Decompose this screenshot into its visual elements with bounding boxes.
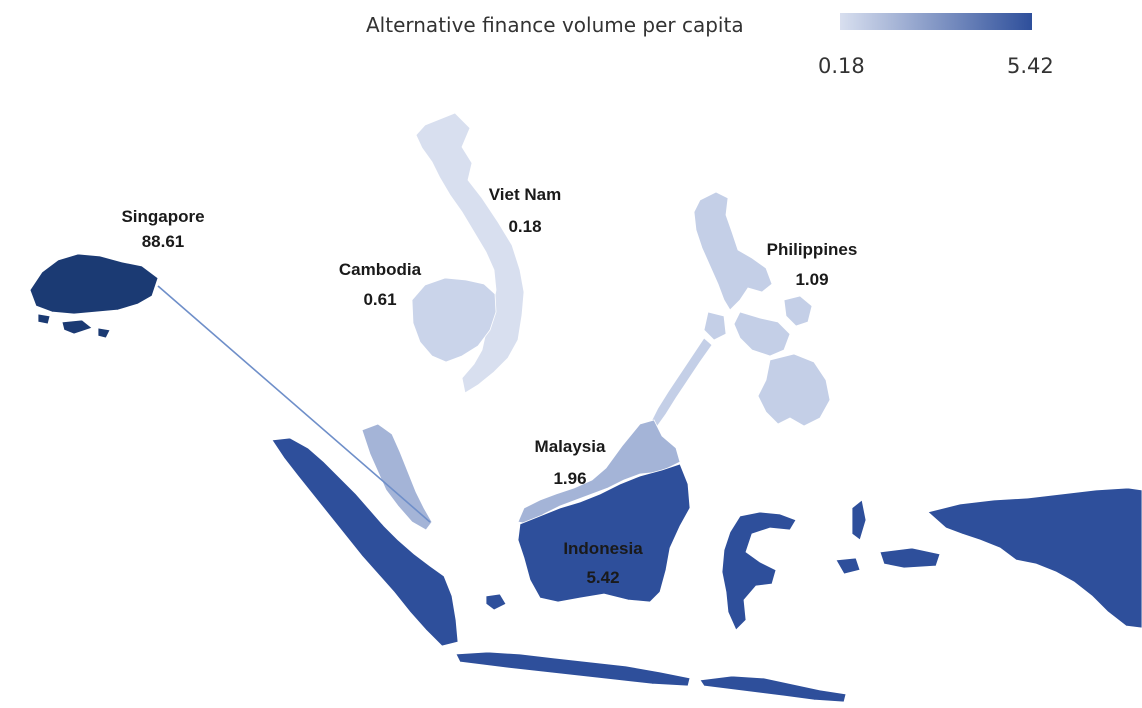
label-viet-nam: Viet Nam 0.18 [489,185,561,236]
label-singapore-value: 88.61 [142,232,185,251]
indonesia-papua-shape [927,487,1142,629]
label-philippines-name: Philippines [767,240,858,259]
label-singapore-name: Singapore [121,207,204,226]
label-indonesia-value: 5.42 [586,568,619,587]
indonesia-maluku-shape [851,499,867,541]
singapore-islet-b [61,319,93,335]
indonesia-sumatra-shape [271,437,459,647]
philippines-luzon-shape [693,191,773,311]
label-singapore: Singapore 88.61 [121,207,204,251]
indonesia-nusa-tenggara-shape [699,675,847,703]
label-cambodia-name: Cambodia [339,260,422,279]
indonesia-java-shape [455,651,691,687]
label-indonesia: Indonesia 5.42 [563,539,643,587]
philippines-palawan-shape [649,337,713,429]
country-shape-singapore [29,253,159,339]
malaysia-peninsula-shape [361,423,433,531]
legend-title: Alternative finance volume per capita [366,13,744,37]
country-shape-cambodia [411,277,497,363]
label-cambodia: Cambodia 0.61 [339,260,422,309]
country-shape-indonesia [271,437,1142,703]
indonesia-bangka-shape [485,593,507,611]
country-shape-malaysia [361,419,681,531]
malaysia-borneo-shape [517,419,681,525]
legend: Alternative finance volume per capita 0.… [366,13,1054,78]
legend-color-ramp [840,13,1032,30]
singapore-islet-a [37,313,51,325]
cambodia-shape [411,277,497,363]
indonesia-seram-shape [879,547,941,569]
label-viet-nam-value: 0.18 [508,217,541,236]
singapore-main-island-shape [29,253,159,315]
indonesia-borneo-shape [517,463,691,603]
legend-min-label: 0.18 [818,54,865,78]
philippines-samar-shape [783,295,813,327]
legend-max-label: 5.42 [1007,54,1054,78]
label-malaysia: Malaysia 1.96 [535,437,606,488]
singapore-islet-c [97,327,111,339]
indonesia-sulawesi-shape [721,511,797,631]
country-shape-philippines [649,191,831,429]
label-viet-nam-name: Viet Nam [489,185,561,204]
label-philippines: Philippines 1.09 [767,240,858,289]
label-indonesia-name: Indonesia [563,539,643,558]
philippines-mindoro-shape [703,311,727,341]
philippines-mindanao-shape [757,353,831,427]
indonesia-buru-shape [835,557,861,575]
label-malaysia-name: Malaysia [535,437,606,456]
viet-nam-shape [415,112,525,394]
singapore-leader-line [157,285,431,523]
label-philippines-value: 1.09 [795,270,828,289]
country-shape-viet-nam [415,112,525,394]
philippines-visayas-shape [733,311,791,357]
label-cambodia-value: 0.61 [363,290,396,309]
label-malaysia-value: 1.96 [553,469,586,488]
